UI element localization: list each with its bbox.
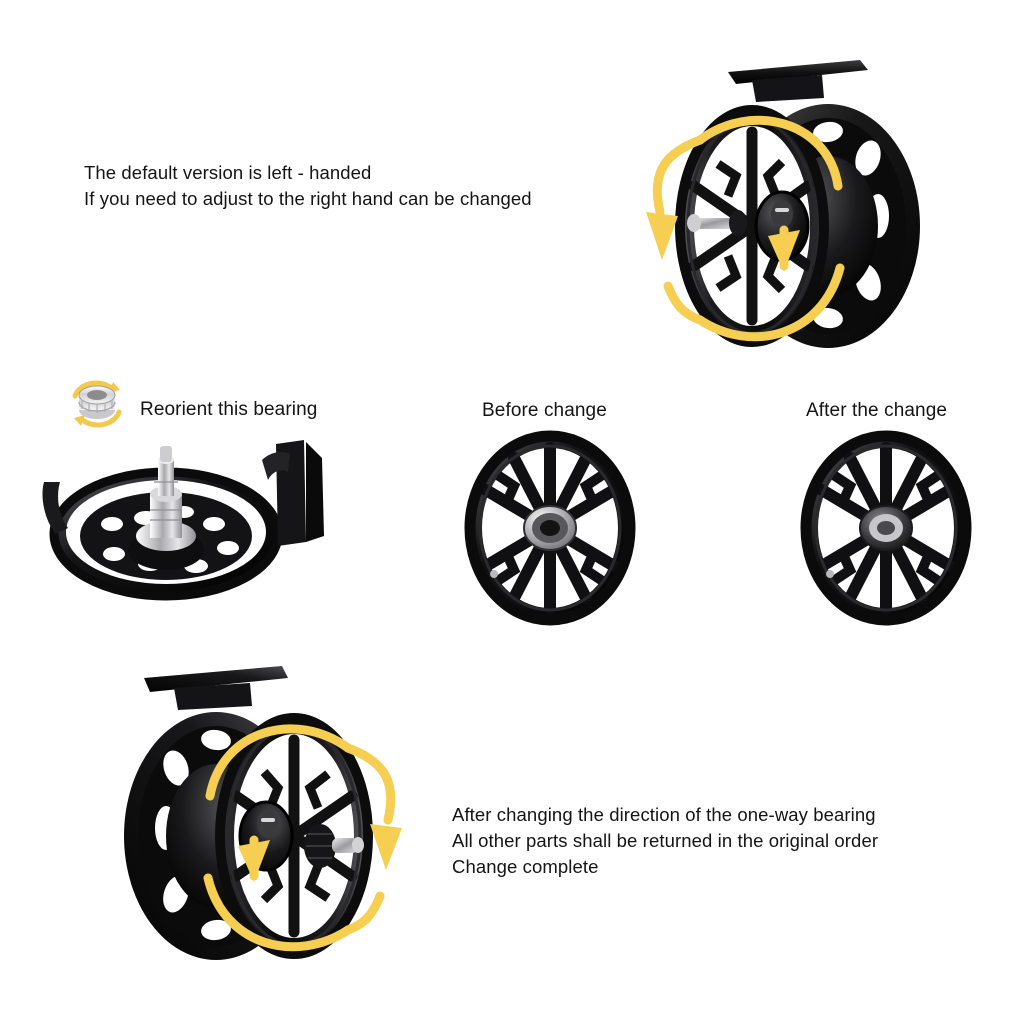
rotation-arrow-counter-clockwise — [646, 115, 845, 342]
reel-foot — [728, 60, 868, 102]
drag-knob — [304, 824, 364, 868]
reel-foot — [144, 666, 288, 710]
figure-spool-after-change — [788, 428, 984, 626]
after-change-label: After the change — [806, 400, 948, 421]
before-change-label: Before change — [482, 400, 607, 421]
spindle-stub — [687, 210, 747, 236]
spool-web — [829, 469, 943, 587]
intro-instruction-text: The default version is left - handed If … — [84, 162, 532, 209]
spool-web — [260, 769, 331, 904]
outro-instruction-text: After changing the direction of the one-… — [452, 804, 879, 877]
rotation-arrow-clockwise — [203, 724, 402, 952]
figure-spool-before-change — [452, 428, 648, 626]
figure-left-handed-reel — [632, 36, 984, 376]
reel-foot-plate — [262, 440, 324, 546]
spool-web — [493, 469, 607, 587]
frame-arm-left — [42, 482, 68, 534]
spindle-assembly — [128, 446, 204, 570]
centre-bearing-after — [859, 505, 913, 551]
figure-reel-frame-with-spindle — [38, 424, 354, 614]
one-way-bearing-rotate-icon — [66, 376, 128, 432]
screw-head — [826, 570, 834, 578]
centre-bearing-before — [523, 505, 577, 551]
figure-right-handed-reel — [104, 648, 416, 974]
spool-web — [715, 158, 786, 294]
bearing-callout-label: Reorient this bearing — [140, 399, 318, 420]
screw-head — [490, 570, 498, 578]
